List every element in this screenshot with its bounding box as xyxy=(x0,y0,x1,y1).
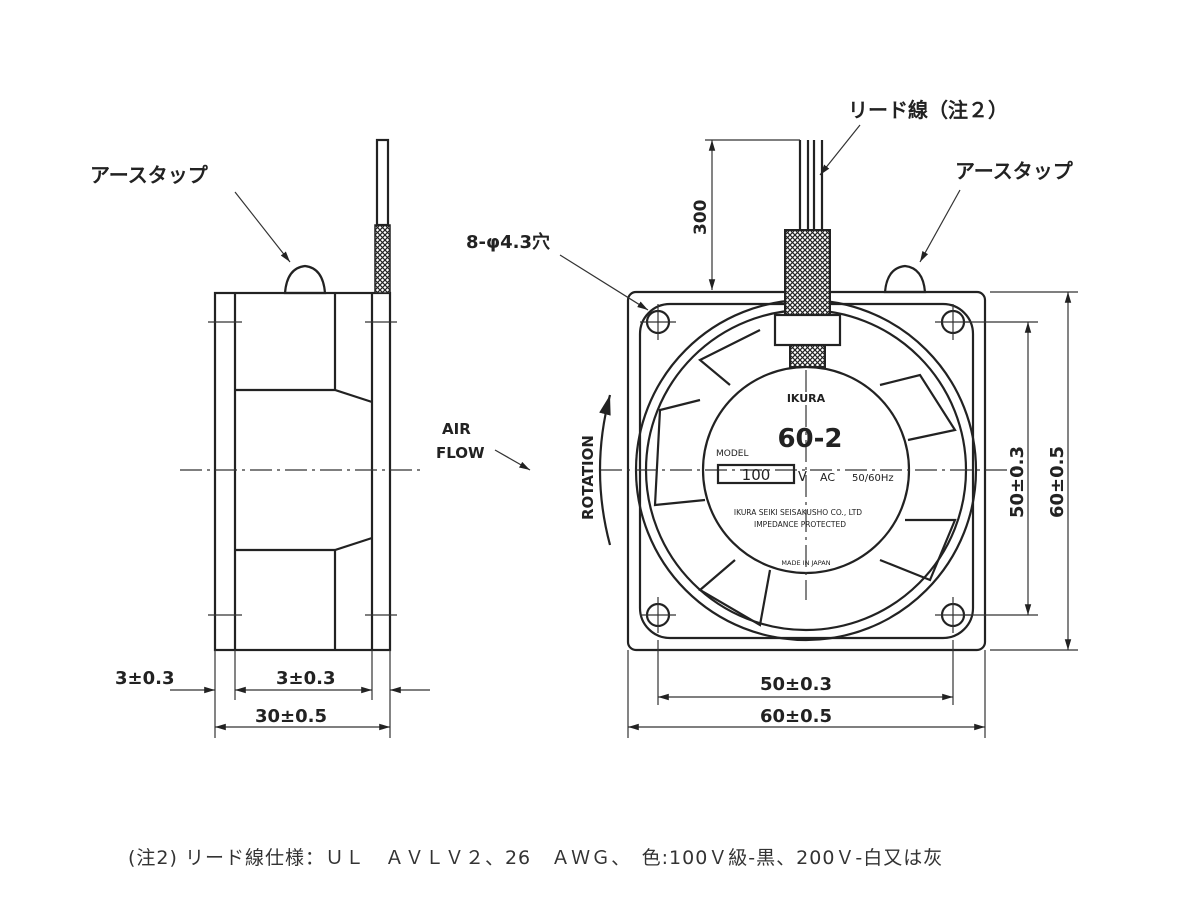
cable-length-dim: 300 xyxy=(691,199,711,235)
dim-flange-right: 3±0.3 xyxy=(276,668,336,689)
dim-width: 60±0.5 xyxy=(760,706,832,727)
airflow-label-2: FLOW xyxy=(436,444,485,462)
rotation-label: ROTATION xyxy=(579,435,597,520)
voltage-box xyxy=(716,463,796,485)
voltage-unit: V xyxy=(798,470,807,485)
mounting-holes xyxy=(640,304,971,633)
maker-label: IKURA SEIKI SEISAKUSHO CO., LTD xyxy=(734,508,862,517)
rotation-arrow xyxy=(598,394,612,546)
cable-sleeve xyxy=(784,229,831,316)
protection-label: IMPEDANCE PROTECTED xyxy=(754,520,846,529)
ac-label: AC xyxy=(820,471,835,484)
airflow-arrow xyxy=(494,449,531,471)
front-view xyxy=(494,140,1020,652)
airflow-label-1: AIR xyxy=(442,420,471,438)
footnote: (注2) リード線仕様：ＵＬ ＡＶＬＶ２、26 ＡＷＧ、 色:100Ｖ級-黒、2… xyxy=(128,847,944,869)
cable-sleeve-side xyxy=(374,224,391,294)
earth-tap-label-right: アースタップ xyxy=(955,159,1074,183)
voltage-value: 100 xyxy=(742,466,771,484)
earth-tap-side xyxy=(283,264,327,295)
dim-flange-left: 3±0.3 xyxy=(115,668,175,689)
dim-hole-pitch-h: 50±0.3 xyxy=(760,674,832,695)
dim-height: 60±0.5 xyxy=(1047,446,1068,518)
earth-tap-front xyxy=(883,264,927,294)
dim-depth: 30±0.5 xyxy=(255,706,327,727)
holes-label: 8-φ4.3穴 xyxy=(466,231,550,253)
brand-logo: IKURA xyxy=(787,392,826,405)
front-dimensions xyxy=(627,291,1078,738)
side-dimensions xyxy=(170,650,430,738)
lead-wire-label: リード線（注２） xyxy=(848,98,1008,122)
model-caption: MODEL xyxy=(716,449,748,459)
lead-wire-side xyxy=(375,138,390,227)
origin-label: MADE IN JAPAN xyxy=(781,559,830,567)
model-number: 60-2 xyxy=(777,424,842,454)
dim-hole-pitch-v: 50±0.3 xyxy=(1007,446,1028,518)
side-view xyxy=(180,138,420,652)
frequency-label: 50/60Hz xyxy=(852,473,894,484)
earth-tap-label-left: アースタップ xyxy=(90,163,209,187)
